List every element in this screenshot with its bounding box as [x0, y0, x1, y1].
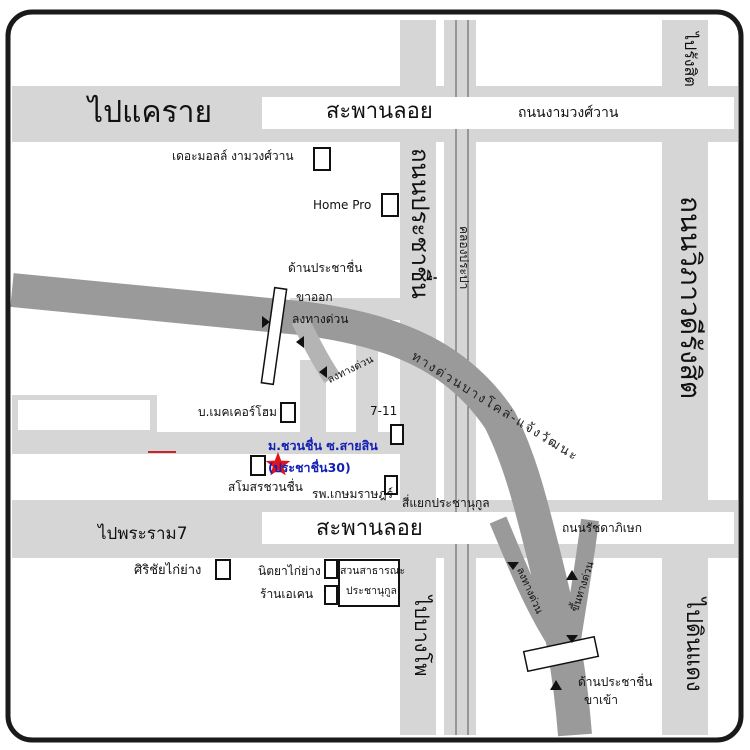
to-rama7-label: ไปพระราม7 — [98, 524, 188, 544]
ngamwongwan-box — [512, 97, 734, 129]
homepro-marker — [381, 193, 399, 217]
maker-home-label: บ.เมคเคอร์โฮม — [198, 405, 277, 419]
to-rangsit-label: ไปรังสิต — [681, 32, 700, 87]
sirichai-label: ศิริชัยไก่ย่าง — [134, 563, 202, 578]
sirichai-marker — [215, 559, 231, 580]
expressway-ramp-up — [291, 315, 340, 383]
mall-label: เดอะมอลล์ งามวงศ์วาน — [172, 149, 294, 163]
chuanchuen-club-label: สโมสรชวนชื่น — [228, 480, 303, 494]
road-prachachuen — [400, 20, 436, 735]
homepro-label: Home Pro — [313, 198, 372, 212]
mall-marker — [313, 147, 331, 171]
road-vibhavadi — [662, 20, 708, 735]
vibhavadi-road-label: ถนนวิภาวดีรังสิต — [674, 196, 707, 400]
nittaya-marker — [324, 559, 338, 579]
ekhon-label: ร้านเอเคน — [260, 587, 314, 601]
prachanukul-junction-label: สี่แยกประชานุกูล — [402, 496, 490, 510]
park-line1-label: สวนสาธารณะ — [340, 565, 406, 577]
chuanchuen-club-marker — [250, 455, 266, 476]
destination-line1-label: ม.ชวนชื่น ซ.สายสิน — [268, 438, 378, 453]
inbound-label: ขาเข้า — [584, 693, 618, 707]
saphan-loi-top-label: สะพานลอย — [326, 99, 433, 124]
expressway-ramp-bottom-right — [563, 518, 599, 642]
arrow-icon — [550, 680, 562, 690]
destination-line2-label: (ประชาชื่น30) — [268, 460, 351, 475]
exit-out-label: ขาออก — [296, 290, 333, 304]
ngamwongwan-road-label: ถนนงามวงศ์วาน — [518, 105, 619, 121]
arrow-icon — [319, 366, 327, 378]
seven-eleven-label: 7-11 — [370, 404, 398, 418]
ekhon-marker — [324, 585, 338, 605]
saphan-loi-top-box — [262, 97, 512, 129]
park-marker — [338, 559, 400, 607]
kasemrad-marker — [384, 475, 398, 495]
arrow-icon — [507, 562, 519, 570]
park-line2-label: ประชานุกูล — [346, 585, 397, 597]
arrow-icon — [296, 336, 304, 348]
maker-home-marker — [280, 402, 296, 423]
expressway-main — [10, 273, 592, 737]
prachachuen-side-top-label: ด้านประชาชื่น — [288, 261, 363, 275]
arrow-icon — [566, 635, 578, 643]
kasemrad-label: รพ.เกษมราษฎร์ — [312, 487, 393, 501]
soi-upper-inner — [18, 400, 150, 430]
nittaya-label: นิตยาไก่ย่าง — [258, 564, 321, 578]
to-din-daeng-label: ไปดินแดง — [681, 598, 706, 692]
saphan-loi-bottom-box — [262, 512, 512, 544]
saphan-loi-bottom-label: สะพานลอย — [316, 516, 423, 541]
toll-gate-bottom — [522, 635, 600, 673]
seven-eleven-marker — [390, 424, 404, 445]
ratchada-road-label: ถนนรัชดาภิเษก — [562, 521, 642, 535]
to-khae-rai-label: ไปแคราย — [88, 95, 213, 130]
prachachuen-road-label: ถนนประชาชื่น — [406, 148, 434, 299]
star-icon — [265, 452, 291, 476]
prachachuen-side-bottom-label: ด้านประชาชื่น — [578, 675, 653, 689]
toll-gate-top — [260, 286, 288, 386]
arrow-icon — [262, 316, 270, 328]
down-expressway-1-label: ลงทางด่วน — [292, 312, 349, 326]
to-bang-pho-label: ไปบางโพ — [410, 596, 434, 677]
expressway-ramp-bottom-left — [489, 516, 563, 645]
khlong-prapa-label: คลองประปา — [457, 226, 471, 290]
arrow-icon — [566, 570, 578, 580]
